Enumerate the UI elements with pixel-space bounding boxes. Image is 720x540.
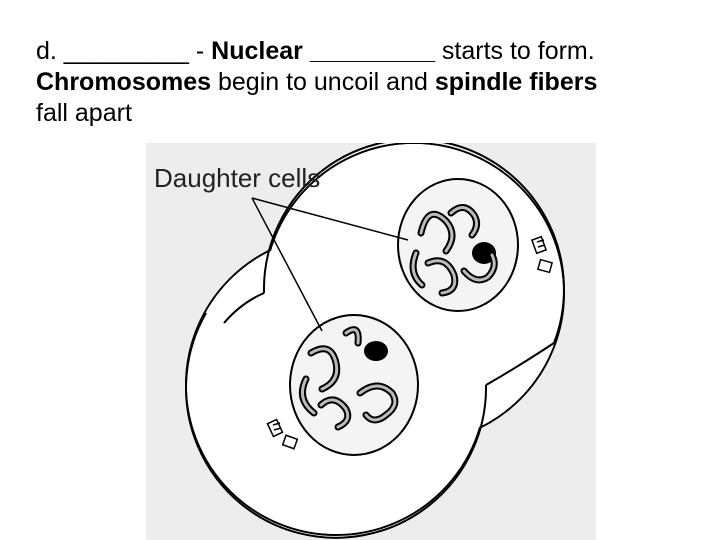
lower-nucleolus bbox=[364, 341, 388, 361]
cleavage-furrow-right bbox=[485, 342, 555, 386]
line2-mid: begin to uncoil and bbox=[211, 68, 435, 96]
lower-nuclear-envelope bbox=[289, 314, 419, 456]
cleavage-furrow-left bbox=[223, 292, 265, 324]
cell-lower-edge bbox=[185, 312, 488, 539]
lower-nucleus bbox=[266, 314, 419, 456]
lower-centrioles bbox=[266, 418, 299, 450]
upper-nuclear-envelope bbox=[397, 178, 519, 312]
slide-text: d. _________ - Nuclear _________ starts … bbox=[36, 36, 696, 129]
leader-line-upper bbox=[251, 197, 409, 241]
line1-prefix: d. _________ - bbox=[36, 37, 212, 65]
telophase-diagram: Daughter cells bbox=[146, 143, 596, 540]
cell-upper-edge bbox=[262, 143, 565, 344]
text-line-1: d. _________ - Nuclear _________ starts … bbox=[36, 36, 696, 67]
upper-nucleus bbox=[397, 178, 554, 312]
daughter-cells-label: Daughter cells bbox=[154, 163, 320, 193]
leader-line-lower bbox=[251, 197, 323, 332]
lower-chromosomes-inner bbox=[300, 328, 397, 429]
upper-chromosomes-inner bbox=[411, 206, 496, 295]
text-line-3: fall apart bbox=[36, 99, 132, 127]
line1-suffix: starts to form. bbox=[434, 37, 595, 65]
text-line-2: Chromosomes begin to uncoil and spindle … bbox=[36, 67, 696, 98]
chromosomes-term: Chromosomes bbox=[36, 68, 212, 96]
upper-centrioles bbox=[530, 235, 554, 274]
spindle-fibers-term: spindle fibers bbox=[434, 68, 598, 96]
line1-bold: Nuclear _________ bbox=[211, 37, 435, 65]
